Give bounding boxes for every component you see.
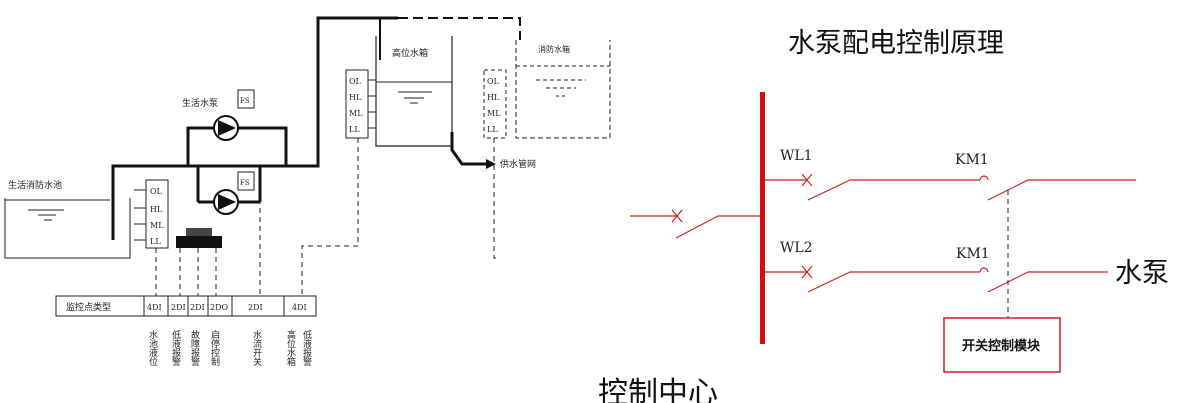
svg-text:LL: LL	[349, 125, 360, 134]
fire-tank-label: 消防水箱	[538, 44, 570, 54]
branch-wl2	[765, 265, 1108, 293]
svg-text:故障报警: 故障报警	[189, 329, 200, 367]
svg-text:4DI: 4DI	[147, 303, 162, 312]
svg-text:OL: OL	[349, 77, 362, 86]
pump-label: 生活水泵	[182, 97, 218, 109]
pump-controller	[176, 236, 222, 248]
svg-text:FS: FS	[240, 179, 250, 187]
svg-text:OL: OL	[487, 77, 500, 86]
svg-text:低液报警: 低液报警	[170, 329, 181, 367]
supply-pipe	[450, 132, 488, 166]
svg-text:ML: ML	[487, 109, 501, 118]
pool-outline	[4, 198, 131, 259]
svg-text:水池液位: 水池液位	[147, 329, 158, 367]
pump-label: 水泵	[1115, 258, 1169, 289]
riser-pipe	[286, 16, 398, 168]
pool-label: 生活消防水池	[8, 179, 62, 191]
svg-text:LL: LL	[150, 237, 161, 246]
svg-text:HL: HL	[150, 205, 163, 214]
svg-text:LL: LL	[487, 125, 498, 134]
busbar	[760, 92, 765, 344]
module-label: 开关控制模块	[962, 338, 1041, 354]
wl1-label: WL1	[780, 148, 813, 164]
svg-text:高位水箱: 高位水箱	[285, 329, 296, 367]
svg-text:2DO: 2DO	[210, 303, 229, 312]
flow-switch-1	[237, 89, 255, 109]
high-tank-outline	[375, 36, 453, 147]
switch-control-module	[943, 317, 1061, 373]
incoming-feeder	[630, 209, 762, 239]
pool-level-box	[145, 179, 169, 249]
svg-text:ML: ML	[349, 109, 363, 118]
diagram-title: 水泵配电控制原理	[788, 28, 1004, 59]
wl2-label: WL2	[780, 240, 813, 256]
svg-text:OL: OL	[150, 187, 163, 196]
svg-text:HL: HL	[349, 93, 362, 102]
overflow-pipe	[398, 17, 521, 40]
svg-text:低液报警: 低液报警	[301, 329, 312, 367]
km1-bottom-label: KM1	[956, 246, 990, 262]
svg-text:HL: HL	[487, 93, 500, 102]
svg-text:水流开关: 水流开关	[251, 329, 262, 367]
branch-wl1	[765, 173, 1136, 201]
high-tank-label: 高位水箱	[392, 47, 428, 59]
flow-switch-2	[237, 171, 255, 191]
svg-text:4DI: 4DI	[292, 303, 307, 312]
signal-lines	[155, 138, 496, 296]
supply-label: 供水管网	[500, 158, 536, 170]
monitoring-table: 监控点类型 4DI 2DI 2DI 2DO 2DI 4DI	[55, 295, 317, 317]
km1-top-label: KM1	[955, 152, 989, 168]
svg-text:2DI: 2DI	[171, 303, 186, 312]
svg-text:2DI: 2DI	[248, 303, 263, 312]
pump-control-diagram: 水泵配电控制原理 WL1 KM1 WL2	[598, 28, 1169, 403]
water-system-schematic: 生活消防水池 OL HL ML LL 生活水泵 FS FS	[4, 16, 611, 367]
high-tank-level-box	[345, 69, 369, 139]
table-descriptions: 水池液位 低液报警 故障报警 启停控制 水流开关 高位水箱 低液报警	[147, 329, 312, 367]
svg-text:2DI: 2DI	[190, 303, 205, 312]
control-center-label: 控制中心	[598, 376, 718, 403]
suction-pipe	[111, 164, 188, 240]
fire-tank-level-box	[483, 69, 507, 139]
svg-text:ML: ML	[150, 221, 164, 230]
fire-tank-outline	[515, 40, 611, 139]
svg-text:启停控制: 启停控制	[209, 329, 220, 366]
table-header: 监控点类型	[66, 301, 111, 313]
svg-text:FS: FS	[240, 97, 250, 105]
